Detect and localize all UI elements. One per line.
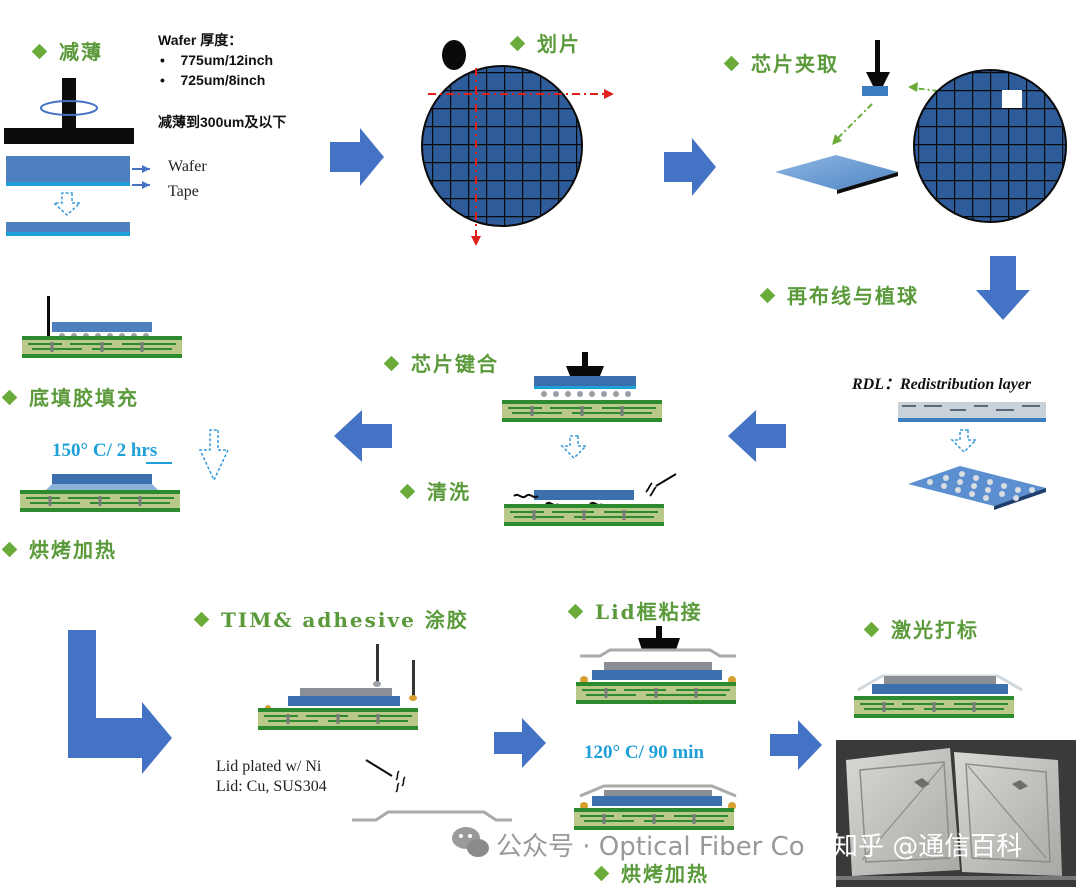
dicing-wafer bbox=[421, 40, 614, 246]
diamond-bullet-icon bbox=[193, 611, 210, 628]
bullet: • bbox=[160, 52, 165, 68]
step-label-rdl: 再布线与植球 bbox=[759, 280, 919, 309]
step-label-underfill: 底填胶填充 bbox=[1, 382, 139, 411]
underline bbox=[146, 462, 172, 464]
rdl-illustration bbox=[898, 402, 1046, 510]
diamond-bullet-icon bbox=[509, 35, 526, 52]
wafer-thickness-item: • 725um/8inch bbox=[160, 70, 265, 90]
wafer-spec: 725um/8inch bbox=[180, 72, 266, 88]
wafer-thickness-title: Wafer 厚度： bbox=[158, 32, 243, 48]
lid-cure-temp: 120° C/ 90 min bbox=[584, 742, 705, 763]
flow-arrow bbox=[494, 718, 546, 768]
step-label-pick: 芯片夹取 bbox=[723, 48, 839, 77]
tape-layer-label: Tape bbox=[168, 183, 199, 200]
lid-material-note: Lid: Cu, SUS304 bbox=[216, 778, 327, 795]
tim-illustration bbox=[256, 644, 512, 822]
step-label-tim: TIM& adhesive 涂胶 bbox=[193, 604, 469, 633]
zhihu-watermark: 知乎 @通信百科 bbox=[832, 832, 1023, 862]
diamond-bullet-icon bbox=[567, 603, 584, 620]
step-label-bake-lid: 烘烤加热 bbox=[593, 858, 709, 887]
step-label-laser: 激光打标 bbox=[863, 614, 979, 643]
rdl-label: RDL：Redistribution layer bbox=[852, 376, 1032, 393]
step-label-bake: 烘烤加热 bbox=[1, 534, 117, 563]
flow-arrow bbox=[664, 138, 716, 196]
underfill-cure-temp: 150° C/ 2 hrs bbox=[52, 440, 158, 461]
wafer-spec: 775um/12inch bbox=[180, 52, 274, 68]
step-label-thinning: 减薄 bbox=[31, 36, 103, 65]
lid-photo bbox=[836, 740, 1076, 887]
lid-attach-illustration bbox=[572, 626, 738, 832]
flow-arrow bbox=[728, 410, 786, 462]
diamond-bullet-icon bbox=[31, 43, 48, 60]
underfill-illustration bbox=[18, 296, 230, 514]
diamond-bullet-icon bbox=[759, 287, 776, 304]
wafer-layer-label: Wafer bbox=[168, 158, 207, 175]
flow-arrow bbox=[68, 630, 172, 774]
lid-plating-note: Lid plated w/ Ni bbox=[216, 758, 322, 775]
diamond-bullet-icon bbox=[863, 621, 880, 638]
laser-mark-illustration bbox=[852, 674, 1023, 720]
wafer-thickness-item: • 775um/12inch bbox=[160, 50, 273, 70]
diamond-bullet-icon bbox=[1, 541, 18, 558]
flow-arrow bbox=[334, 410, 392, 462]
step-label-lid: Lid框粘接 bbox=[567, 596, 703, 625]
flow-arrow bbox=[330, 128, 384, 186]
thinning-target-note: 减薄到300um及以下 bbox=[158, 114, 287, 130]
diamond-bullet-icon bbox=[399, 483, 416, 500]
wechat-icon bbox=[452, 827, 489, 857]
diamond-bullet-icon bbox=[1, 389, 18, 406]
flow-arrow bbox=[976, 256, 1030, 320]
chip-pick-illustration bbox=[775, 40, 1067, 223]
thinning-illustration bbox=[4, 78, 150, 236]
bullet: • bbox=[160, 72, 165, 88]
wechat-watermark: 公众号 · Optical Fiber Co bbox=[496, 832, 805, 862]
step-label-clean: 清洗 bbox=[399, 476, 471, 505]
chip-bond-illustration bbox=[500, 352, 677, 528]
diamond-bullet-icon bbox=[383, 355, 400, 372]
diamond-bullet-icon bbox=[723, 55, 740, 72]
diamond-bullet-icon bbox=[593, 865, 610, 882]
step-label-bond: 芯片键合 bbox=[383, 348, 499, 377]
flow-arrow bbox=[770, 720, 822, 770]
step-label-dicing: 划片 bbox=[509, 28, 581, 57]
